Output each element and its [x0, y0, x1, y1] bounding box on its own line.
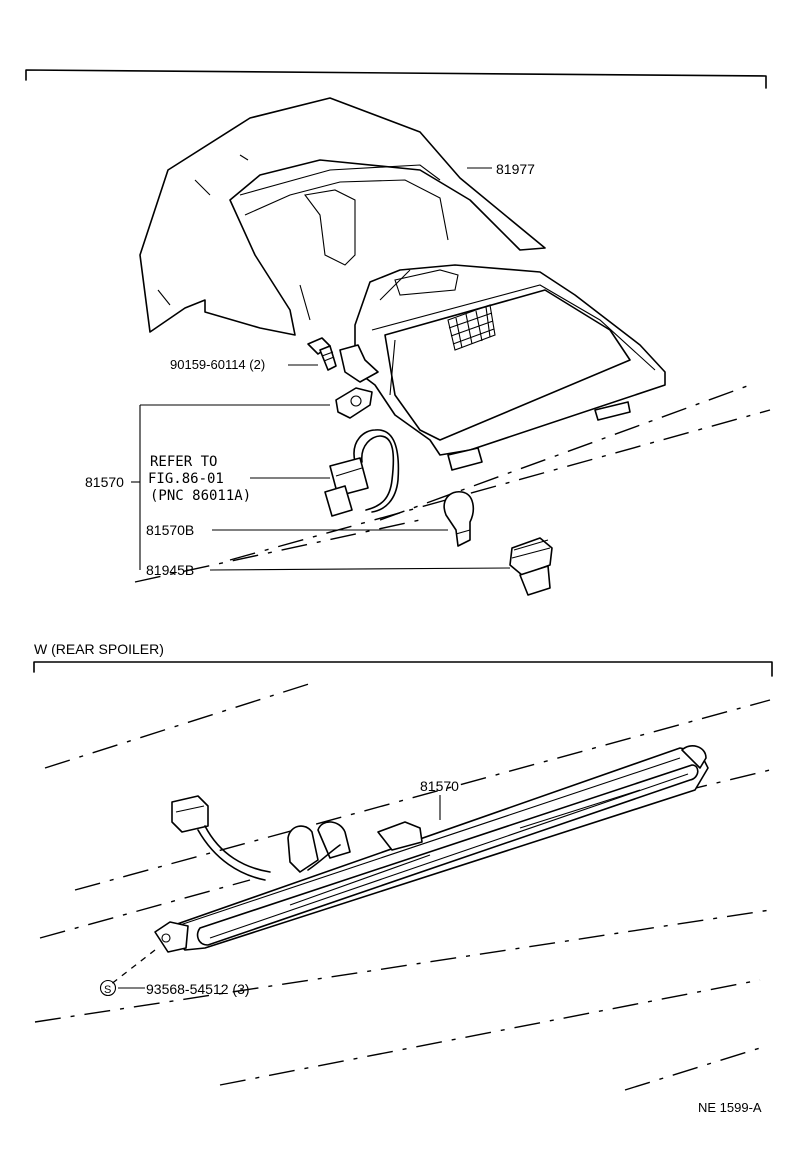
label-lamp-81570-upper: 81570 [85, 474, 124, 490]
lamp-81570-drawing [354, 264, 666, 471]
lower-section-frame [33, 661, 773, 677]
label-bulb-81570b: 81570B [146, 522, 194, 538]
label-cover-81977: 81977 [496, 161, 535, 177]
cover-81977-drawing [139, 97, 546, 336]
screw-symbol: S [104, 984, 111, 996]
label-refer-line2: FIG.86-01 [148, 471, 224, 487]
lower-leader-lines [99, 795, 441, 997]
label-bolt-90159: 90159-60114 (2) [170, 357, 265, 372]
socket-81945b-drawing [509, 537, 553, 596]
lamp-81570-spoiler-drawing [154, 745, 709, 953]
wire-harness-drawing [324, 429, 400, 517]
label-screw-93568: 93568-54512 (3) [146, 981, 250, 997]
spoiler-harness-drawing [171, 795, 423, 881]
section-title-rear-spoiler: W (REAR SPOILER) [34, 641, 164, 657]
figure-code: NE 1599-A [698, 1100, 762, 1115]
bolt-90159-drawing [307, 337, 379, 419]
label-refer-line3: (PNC 86011A) [150, 488, 251, 504]
bulb-81570b-drawing [443, 490, 475, 547]
upper-section-frame [25, 69, 767, 89]
lower-body-lines [34, 681, 771, 1091]
label-refer-line1: REFER TO [150, 454, 217, 470]
label-socket-81945b: 81945B [146, 562, 194, 578]
lamp-lens-grid [447, 304, 496, 351]
upper-leader-lines [131, 167, 511, 571]
label-lamp-81570-spoiler: 81570 [420, 778, 459, 794]
upper-body-lines [134, 384, 771, 583]
